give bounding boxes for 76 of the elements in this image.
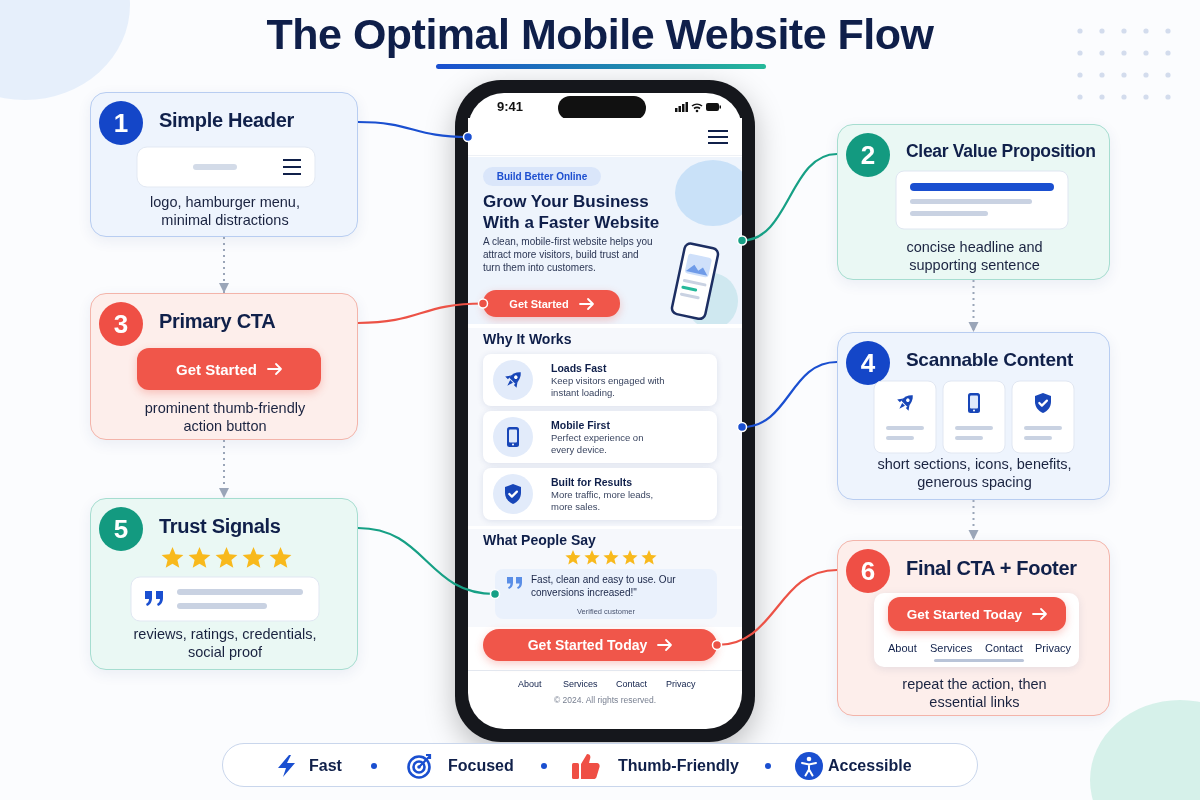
- feature-card: [483, 411, 717, 463]
- card-description: logo, hamburger menu, minimal distractions: [149, 193, 301, 229]
- footer-link: Services: [930, 642, 973, 654]
- hero-heading: Grow Your Business With a Faster Website: [483, 191, 661, 233]
- header-bar: [468, 118, 742, 156]
- tagline-badge: Build Better Online: [483, 167, 601, 186]
- step-number-badge: 3: [99, 302, 143, 346]
- card-title: Scannable Content: [906, 349, 1073, 371]
- feature-title: Mobile First: [551, 419, 610, 431]
- cta-button: Get Started: [137, 348, 321, 390]
- card-description: repeat the action, then essential links: [901, 675, 1048, 711]
- footer-link: About: [888, 642, 917, 654]
- footer-link: Privacy: [1035, 642, 1072, 654]
- diagram-title: The Optimal Mobile Website Flow: [265, 10, 935, 59]
- footer-link: Contact: [985, 642, 1023, 654]
- feature-title: Built for Results: [551, 476, 633, 488]
- cta-button: Get Started: [483, 290, 620, 317]
- step-number-badge: 6: [846, 549, 890, 593]
- feature-highlights-bar: [222, 743, 978, 787]
- footer-link: Contact: [616, 679, 648, 689]
- feature-description: Perfect experience on every device.: [551, 432, 645, 456]
- cta-button: Get Started Today: [888, 597, 1066, 631]
- card-title: Final CTA + Footer: [906, 557, 1077, 580]
- card-description: short sections, icons, benefits, generous spacing: [876, 455, 1073, 491]
- testimonial-quote: Fast, clean and easy to use. Our conversions increased!": [531, 574, 677, 599]
- phone-frame: [455, 80, 755, 742]
- step-number-badge: 4: [846, 341, 890, 385]
- feature-description: Keep visitors engaged with instant loading.: [551, 375, 666, 399]
- status-time: 9:41: [497, 99, 524, 114]
- step-card: [90, 498, 358, 670]
- step-card: [90, 293, 358, 440]
- testimonials-section: [468, 529, 742, 627]
- dashed-arrow: [968, 279, 979, 333]
- connector-line: [736, 360, 838, 433]
- feature-label: Focused: [448, 757, 514, 775]
- card-description: prominent thumb-friendly action button: [143, 399, 307, 435]
- step-card: [837, 540, 1110, 716]
- dashed-arrow: [968, 499, 979, 541]
- testimonial-card: [495, 569, 717, 619]
- card-title: Simple Header: [159, 109, 295, 132]
- feature-title: Loads Fast: [551, 362, 607, 374]
- feature-label: Accessible: [828, 757, 912, 775]
- connector-line: [736, 152, 838, 246]
- feature-label: Thumb-Friendly: [618, 757, 739, 775]
- features-section: [468, 328, 742, 526]
- feature-card: [483, 354, 717, 406]
- feature-card: [483, 468, 717, 520]
- footer-link: About: [518, 679, 542, 689]
- card-title: Primary CTA: [159, 310, 276, 333]
- card-description: concise headline and supporting sentence: [905, 238, 1044, 274]
- connector-line: [357, 120, 474, 143]
- dashed-arrow: [219, 439, 229, 499]
- connector-line: [357, 526, 501, 600]
- hero-text: A clean, mobile-first website helps you attract more visitors, build trust and turn them into customers.: [483, 235, 654, 274]
- connector-line: [357, 298, 489, 325]
- dashed-arrow: [219, 236, 229, 294]
- copyright-text: © 2024. All rights reserved.: [552, 695, 658, 705]
- footer-preview-panel: [874, 593, 1079, 667]
- hero-section: [468, 157, 742, 324]
- step-card: [837, 332, 1110, 500]
- step-number-badge: 2: [846, 133, 890, 177]
- card-title: Trust Signals: [159, 515, 281, 538]
- step-number-badge: 1: [99, 101, 143, 145]
- feature-label: Fast: [309, 757, 342, 775]
- step-card: [837, 124, 1110, 280]
- step-number-badge: 5: [99, 507, 143, 551]
- footer-link: Privacy: [666, 679, 696, 689]
- card-title: Clear Value Proposition: [906, 141, 1096, 162]
- card-description: reviews, ratings, credentials, social proof: [132, 625, 318, 661]
- section-heading: What People Say: [483, 532, 596, 548]
- section-heading: Why It Works: [483, 331, 572, 347]
- step-card: [90, 92, 358, 237]
- connector-line: [711, 568, 838, 651]
- feature-description: More traffic, more leads, more sales.: [551, 489, 655, 513]
- cta-button: Get Started Today: [483, 629, 717, 661]
- footer-link: Services: [563, 679, 598, 689]
